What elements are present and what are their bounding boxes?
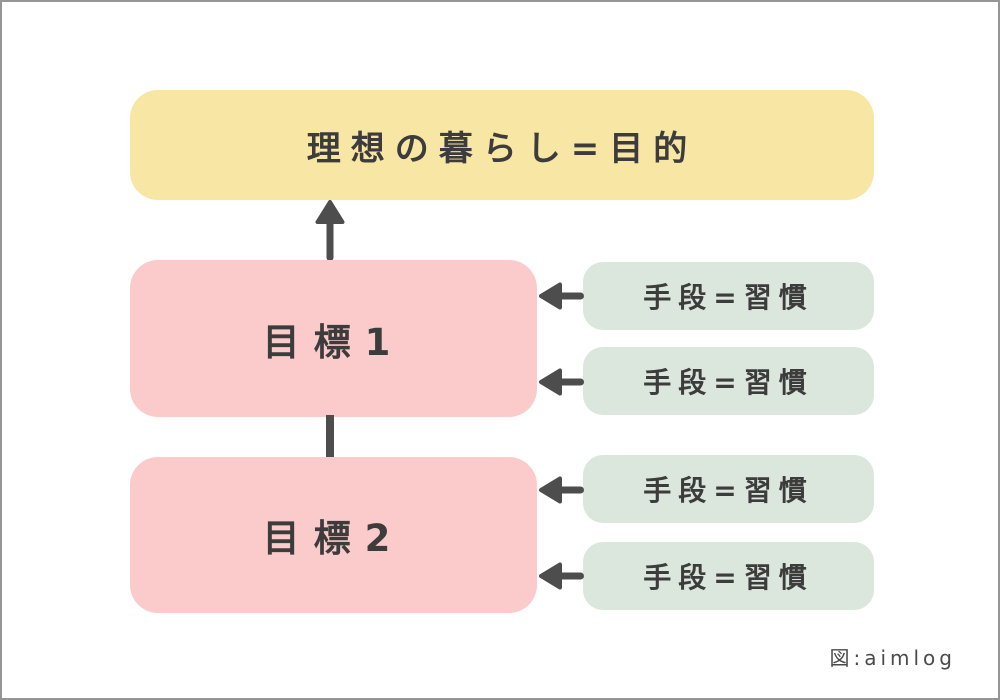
goal-box-2: 目標2	[130, 457, 537, 613]
habit-label: 手段=習慣	[643, 474, 814, 507]
goal-1-label: 目標1	[262, 320, 405, 364]
credit-text: 図:aimlog	[829, 646, 956, 670]
habit-box: 手段=習慣	[583, 347, 874, 415]
purpose-box: 理想の暮らし=目的	[130, 90, 874, 200]
purpose-label: 理想の暮らし=目的	[306, 128, 698, 169]
habit-label: 手段=習慣	[643, 366, 814, 399]
habit-box: 手段=習慣	[583, 455, 874, 523]
habit-label: 手段=習慣	[643, 561, 814, 594]
connector-line	[326, 415, 334, 459]
habit-box: 手段=習慣	[583, 262, 874, 330]
arrow-left-icon	[539, 476, 584, 504]
arrow-left-icon	[539, 282, 584, 310]
habit-box: 手段=習慣	[583, 542, 874, 610]
goal-box-1: 目標1	[130, 260, 537, 417]
habit-label: 手段=習慣	[643, 281, 814, 314]
arrow-left-icon	[539, 368, 584, 396]
arrow-left-icon	[539, 562, 584, 590]
goal-2-label: 目標2	[262, 517, 405, 560]
arrow-up-icon	[315, 200, 345, 261]
